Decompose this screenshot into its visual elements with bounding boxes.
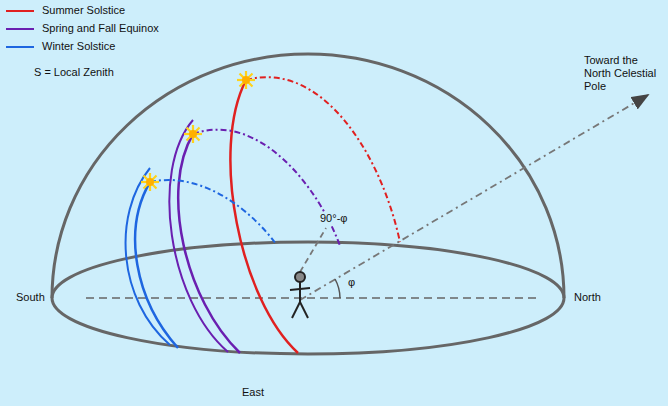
angle-label: 90°-φ (318, 212, 349, 225)
legend-line (6, 28, 34, 30)
legend-text: Winter Solstice (42, 40, 115, 53)
legend-line (6, 46, 34, 48)
angle-label: φ (346, 276, 357, 289)
legend-line (6, 10, 34, 12)
direction-label: South (14, 291, 47, 304)
direction-label: East (240, 386, 266, 399)
legend-text: Summer Solstice (42, 4, 125, 17)
direction-label: North (572, 291, 603, 304)
zenith-note: S = Local Zenith (34, 66, 114, 79)
legend-text: Spring and Fall Equinox (42, 22, 159, 35)
observer-figure (290, 272, 310, 318)
pole-label: Toward the North Celestial Pole (584, 54, 662, 93)
